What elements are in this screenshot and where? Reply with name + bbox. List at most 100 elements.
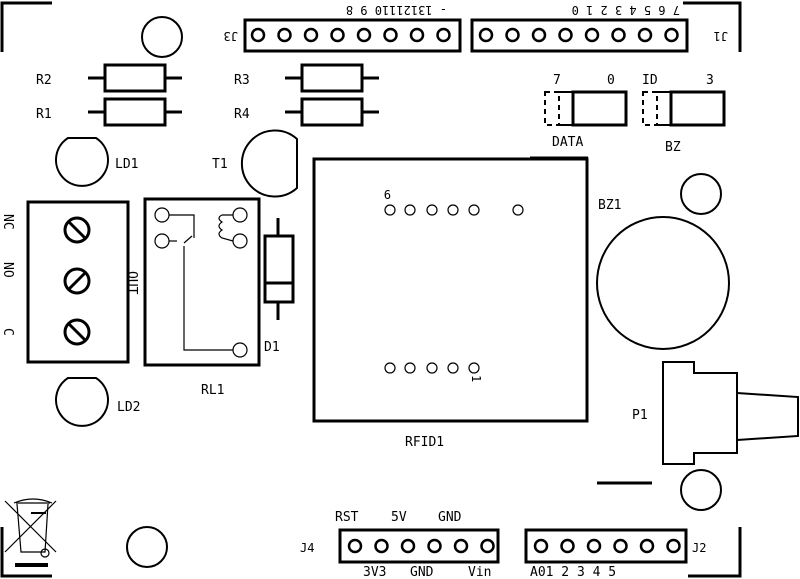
header-pin xyxy=(478,27,494,43)
terminal-block-out: OUT NC NO C xyxy=(0,200,139,364)
header-pin xyxy=(409,27,425,43)
transistor-t1: T1 xyxy=(212,129,298,198)
mounting-hole xyxy=(141,16,183,58)
dip-data-label: DATA xyxy=(552,135,583,150)
rfid-pin xyxy=(384,204,396,216)
p1-label: P1 xyxy=(632,408,648,423)
header-pin xyxy=(250,27,266,43)
resistor-r2: R2 xyxy=(36,63,182,93)
rfid-module: 9 1 RFID1 xyxy=(312,157,589,450)
terminal-pin-nc: NC xyxy=(0,214,15,230)
dip-bz-label: BZ xyxy=(665,140,681,155)
rl1-label: RL1 xyxy=(201,383,224,398)
rfid-pin xyxy=(404,204,416,216)
header-j4: J4 RST 5V GND 3V3 GND Vin xyxy=(300,510,500,579)
rfid-pin xyxy=(468,204,480,216)
header-pin xyxy=(505,27,520,43)
header-pin xyxy=(453,538,469,554)
j4-5v-label: 5V xyxy=(391,510,407,525)
j4-rst-label: RST xyxy=(335,510,359,525)
header-pin xyxy=(560,538,575,554)
diode-d1: D1 xyxy=(263,218,295,355)
header-pin xyxy=(347,538,363,554)
dip-bz-right-label: 3 xyxy=(706,73,714,88)
screw-terminal-icon xyxy=(63,267,91,295)
j4-gnd2-label: GND xyxy=(410,565,434,579)
rfid-pin xyxy=(426,362,438,374)
corner-mark-bottom-right xyxy=(688,527,742,578)
screw-terminal-icon xyxy=(63,216,91,244)
rfid-pin xyxy=(404,362,416,374)
dip-data-left-label: 7 xyxy=(553,73,561,88)
led-ld1: LD1 xyxy=(55,137,138,187)
header-pin xyxy=(613,538,628,554)
led-ld2: LD2 xyxy=(55,377,140,427)
rfid-pin9-label: 9 xyxy=(384,187,391,201)
j3-label: J3 xyxy=(224,29,238,43)
dip-switch-bz: ID 3 BZ xyxy=(642,73,726,155)
header-pin xyxy=(586,538,602,554)
mounting-hole xyxy=(680,469,722,511)
j4-gnd-label: GND xyxy=(438,510,462,525)
relay-rl1: RL1 xyxy=(143,197,261,398)
terminal-pin-no: NO xyxy=(0,262,15,278)
j3-pin-labels: - 13121110 9 8 xyxy=(346,3,447,17)
header-pin xyxy=(664,27,679,43)
header-pin xyxy=(400,538,416,554)
j4-3v3-label: 3V3 xyxy=(363,565,386,579)
header-pin xyxy=(639,538,655,554)
rfid-pin xyxy=(384,362,396,374)
corner-mark-top-right xyxy=(683,1,742,52)
dip-switch-data: 7 0 DATA xyxy=(544,73,628,150)
rfid-pin xyxy=(447,362,459,374)
bz1-label: BZ1 xyxy=(598,198,621,213)
j4-vin-label: Vin xyxy=(468,565,491,579)
dip-bz-left-label: ID xyxy=(642,73,658,88)
header-j3: J3 - 13121110 9 8 xyxy=(224,3,462,53)
j2-pin-labels: A01 2 3 4 5 xyxy=(530,565,616,579)
rfid-pin xyxy=(426,204,438,216)
corner-mark-bottom-left xyxy=(0,527,52,578)
j1-pin-labels: 7 6 5 4 3 2 1 0 xyxy=(572,3,680,17)
d1-label: D1 xyxy=(264,340,280,355)
header-pin xyxy=(356,27,372,43)
header-pin xyxy=(637,27,653,43)
potentiometer-p1: P1 xyxy=(632,361,799,465)
r1-label: R1 xyxy=(36,107,52,122)
rfid-pin xyxy=(447,204,459,216)
header-pin xyxy=(666,538,681,554)
r4-label: R4 xyxy=(234,107,250,122)
header-pin xyxy=(558,27,573,43)
j4-label: J4 xyxy=(300,541,314,555)
header-pin xyxy=(533,538,549,554)
header-pin xyxy=(303,27,319,43)
ld1-label: LD1 xyxy=(115,157,138,172)
buzzer-bz1: BZ1 xyxy=(596,198,730,350)
mounting-hole xyxy=(126,526,168,568)
terminal-out-label: OUT xyxy=(124,271,139,295)
j1-label: J1 xyxy=(714,29,728,43)
mounting-hole xyxy=(680,173,722,215)
header-pin xyxy=(277,27,292,43)
rfid-pin1-label: 1 xyxy=(469,375,483,382)
resistor-r1: R1 xyxy=(36,97,182,127)
header-pin xyxy=(374,538,389,554)
t1-label: T1 xyxy=(212,157,228,172)
dip-data-right-label: 0 xyxy=(607,73,615,88)
screw-terminal-icon xyxy=(63,318,91,346)
ld2-label: LD2 xyxy=(117,400,140,415)
j2-label: J2 xyxy=(692,541,706,555)
header-pin xyxy=(330,27,345,43)
corner-mark-top-left xyxy=(0,1,52,52)
resistor-r3: R3 xyxy=(234,63,379,93)
header-j2: J2 A01 2 3 4 5 xyxy=(524,528,706,579)
header-pin xyxy=(584,27,600,43)
r3-label: R3 xyxy=(234,73,250,88)
resistor-r4: R4 xyxy=(234,97,379,127)
rfid-pin xyxy=(468,362,480,374)
weee-recycle-icon xyxy=(4,498,57,567)
header-pin xyxy=(531,27,547,43)
r2-label: R2 xyxy=(36,73,52,88)
header-pin xyxy=(427,538,442,554)
